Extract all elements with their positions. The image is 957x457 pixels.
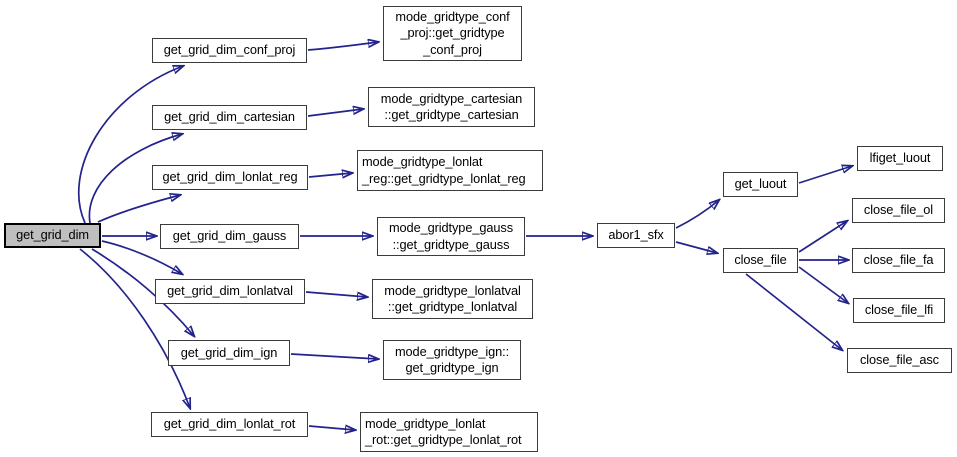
node-gridtype-lonlatval[interactable]: mode_gridtype_lonlatval ::get_gridtype_l… <box>372 279 533 319</box>
edge-get_grid_dim-lonlat_reg <box>97 195 180 223</box>
node-gridtype-ign[interactable]: mode_gridtype_ign:: get_gridtype_ign <box>383 340 521 380</box>
node-label: get_grid_dim <box>16 227 89 243</box>
edge-conf_proj <box>307 42 378 51</box>
edge-cartesian <box>307 109 363 117</box>
edge-get_grid_dim-ign <box>91 248 194 336</box>
edge-ign <box>290 353 378 359</box>
node-label: mode_gridtype_lonlat _rot::get_gridtype_… <box>365 415 522 447</box>
node-gridtype-cartesian[interactable]: mode_gridtype_cartesian ::get_gridtype_c… <box>368 87 535 127</box>
node-lfiget-luout[interactable]: lfiget_luout <box>857 146 943 171</box>
node-get-grid-dim: get_grid_dim <box>4 223 101 248</box>
node-get-grid-dim-gauss[interactable]: get_grid_dim_gauss <box>160 224 299 249</box>
node-label: abor1_sfx <box>608 227 664 243</box>
node-label: close_file_ol <box>863 202 934 218</box>
node-abor1-sfx[interactable]: abor1_sfx <box>597 223 675 248</box>
node-get-grid-dim-cartesian[interactable]: get_grid_dim_cartesian <box>152 105 307 130</box>
node-label: get_grid_dim_gauss <box>172 228 287 244</box>
node-gridtype-gauss[interactable]: mode_gridtype_gauss ::get_gridtype_gauss <box>377 217 525 256</box>
node-label: close_file_asc <box>860 352 939 368</box>
node-label: close_file_fa <box>863 252 934 268</box>
node-gridtype-conf-proj[interactable]: mode_gridtype_conf _proj::get_gridtype _… <box>383 6 522 61</box>
node-label: lfiget_luout <box>869 150 931 166</box>
node-get-grid-dim-conf-proj[interactable]: get_grid_dim_conf_proj <box>152 38 307 63</box>
node-label: get_grid_dim_ign <box>180 344 278 360</box>
node-close-file-lfi[interactable]: close_file_lfi <box>853 298 945 323</box>
node-label: get_grid_dim_conf_proj <box>163 42 296 58</box>
edge-lonlatval <box>305 291 367 297</box>
node-get-grid-dim-lonlat-reg[interactable]: get_grid_dim_lonlat_reg <box>152 165 308 190</box>
node-gridtype-lonlat-rot[interactable]: mode_gridtype_lonlat _rot::get_gridtype_… <box>360 412 538 452</box>
node-label: get_grid_dim_lonlatval <box>167 283 293 299</box>
edge-lonlat_rot <box>308 426 355 430</box>
node-label: get_grid_dim_lonlat_rot <box>163 416 296 432</box>
node-close-file[interactable]: close_file <box>723 248 798 273</box>
edge-abor1_sfx-get_luout <box>675 200 719 229</box>
node-label: close_file_lfi <box>864 302 934 318</box>
node-get-grid-dim-lonlat-rot[interactable]: get_grid_dim_lonlat_rot <box>151 412 308 437</box>
edge-abor1_sfx-close_file <box>675 241 717 253</box>
edge-get_luout-lfiget_luout <box>798 166 852 184</box>
node-label: get_grid_dim_cartesian <box>164 109 295 125</box>
node-get-luout[interactable]: get_luout <box>723 172 798 197</box>
node-label: mode_gridtype_lonlat _reg::get_gridtype_… <box>362 154 526 186</box>
node-label: mode_gridtype_conf _proj::get_gridtype _… <box>395 8 510 57</box>
node-label: get_luout <box>734 176 787 192</box>
node-label: mode_gridtype_cartesian ::get_gridtype_c… <box>380 90 523 122</box>
node-label: mode_gridtype_lonlatval ::get_gridtype_l… <box>384 282 521 314</box>
node-close-file-fa[interactable]: close_file_fa <box>852 248 945 273</box>
node-label: get_grid_dim_lonlat_reg <box>162 169 298 185</box>
edge-close_file-lfi <box>798 266 848 303</box>
node-close-file-asc[interactable]: close_file_asc <box>847 348 952 373</box>
edge-get_grid_dim-lonlatval <box>101 240 182 274</box>
edge-close_file-asc <box>745 273 842 350</box>
edge-close_file-ol <box>798 221 847 253</box>
edge-lonlat_reg <box>308 173 352 177</box>
node-close-file-ol[interactable]: close_file_ol <box>852 198 945 223</box>
edge-get_grid_dim-cartesian <box>88 134 182 224</box>
edge-get_grid_dim-conf_proj <box>77 66 183 224</box>
edge-get_grid_dim-lonlat_rot <box>79 248 190 408</box>
node-label: mode_gridtype_gauss ::get_gridtype_gauss <box>388 220 514 252</box>
node-get-grid-dim-ign[interactable]: get_grid_dim_ign <box>168 340 290 366</box>
node-get-grid-dim-lonlatval[interactable]: get_grid_dim_lonlatval <box>155 279 305 304</box>
node-label: close_file <box>734 252 787 268</box>
node-gridtype-lonlat-reg[interactable]: mode_gridtype_lonlat _reg::get_gridtype_… <box>357 150 543 191</box>
node-label: mode_gridtype_ign:: get_gridtype_ign <box>394 343 510 375</box>
